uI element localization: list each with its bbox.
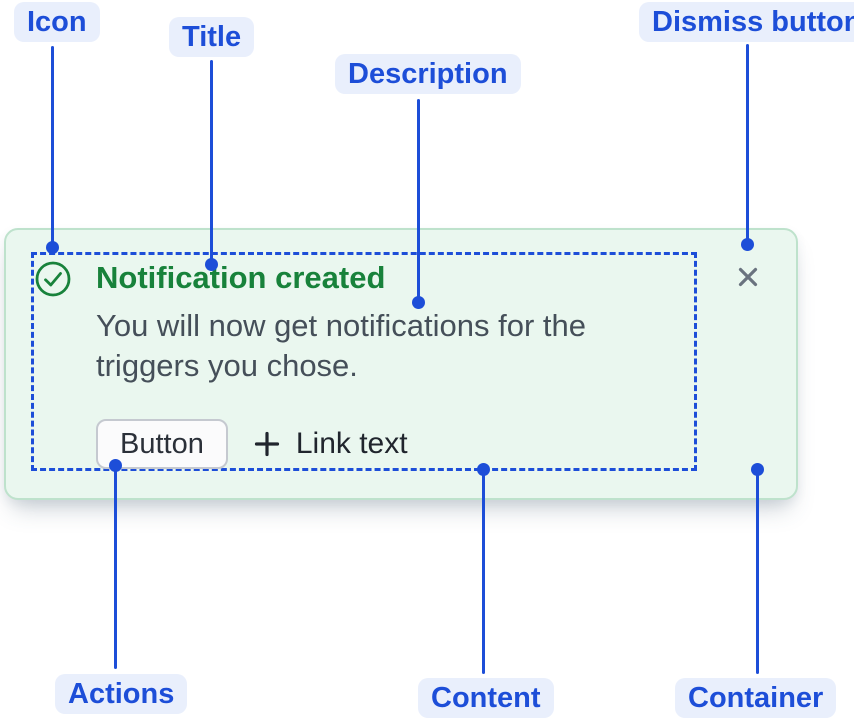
connector-line-icon (51, 46, 54, 248)
callout-label-icon: Icon (14, 2, 100, 42)
plus-icon (252, 429, 282, 459)
connector-dot-container (751, 463, 764, 476)
connector-line-description (417, 99, 420, 303)
flag-action-link-label: Link text (295, 427, 408, 460)
callout-label-title: Title (169, 17, 255, 57)
callout-label-container: Container (675, 678, 837, 718)
flag-actions: Button Link text (96, 419, 408, 469)
flag-action-link[interactable]: Link text (252, 427, 408, 461)
callout-label-description: Description (335, 54, 521, 94)
connector-line-dismiss (746, 44, 749, 245)
flag-description: You will now get notifications for the t… (96, 308, 586, 383)
flag-title: Notification created (96, 260, 386, 295)
connector-dot-content (477, 463, 490, 476)
connector-line-title (210, 60, 213, 265)
check-circle-icon (34, 260, 72, 298)
connector-dot-description (412, 296, 425, 309)
callout-label-actions: Actions (55, 674, 188, 714)
callout-label-content: Content (418, 678, 554, 718)
connector-line-container (756, 470, 759, 674)
connector-dot-dismiss (741, 238, 754, 251)
connector-dot-actions (109, 459, 122, 472)
content-outline (31, 252, 697, 471)
callout-label-dismiss-button: Dismiss button (639, 2, 854, 42)
connector-line-actions (114, 466, 117, 669)
connector-dot-icon (46, 241, 59, 254)
connector-dot-title (205, 258, 218, 271)
close-icon (732, 261, 764, 293)
dismiss-button[interactable] (729, 258, 767, 296)
connector-line-content (482, 470, 485, 674)
